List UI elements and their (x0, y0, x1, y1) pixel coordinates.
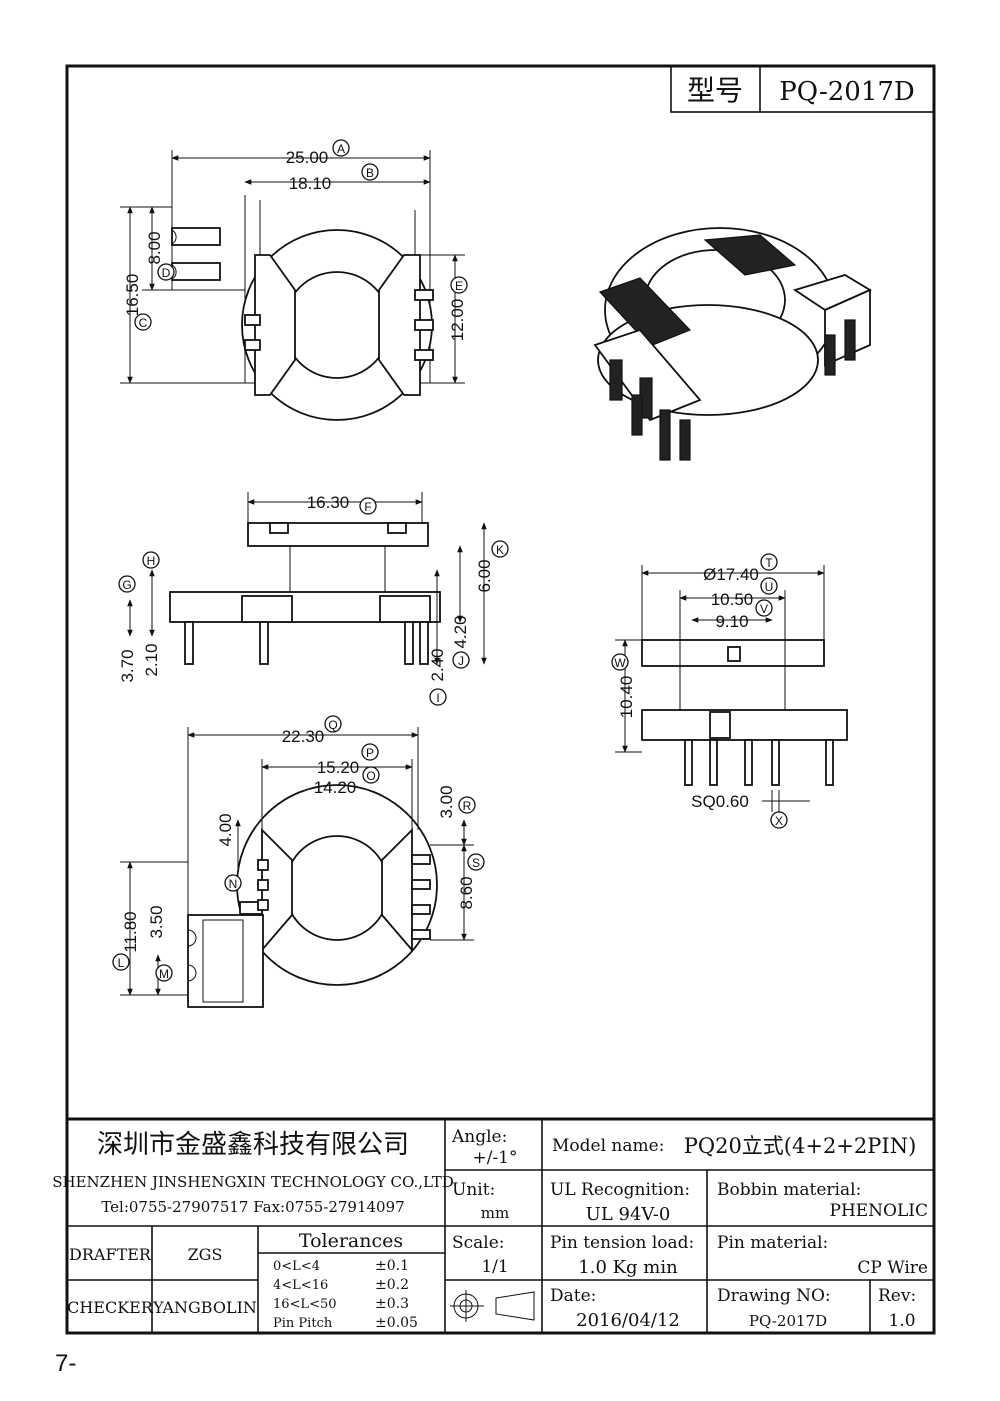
tolerance-range-2: 4<L<16 (273, 1278, 328, 1293)
model-header-label: 型号 (687, 74, 743, 107)
scale-label: Scale: (452, 1233, 505, 1253)
tolerance-range-4: Pin Pitch (273, 1316, 333, 1331)
tolerance-range-3: 16<L<50 (273, 1297, 337, 1312)
dim-d-value: 8.00 (145, 231, 164, 264)
dim-w-ref: W (614, 656, 626, 670)
dim-h-ref: H (147, 554, 156, 568)
dim-o-ref: O (366, 769, 375, 783)
drafter-label: DRAFTER (69, 1245, 152, 1264)
dim-f-value: 16.30 (307, 493, 350, 512)
checker-label: CHECKER (67, 1298, 154, 1317)
isometric-view (593, 227, 872, 461)
dim-q-value: 22.30 (282, 727, 325, 746)
dim-u-value: 10.50 (711, 590, 754, 609)
dim-i-value: 2.40 (428, 648, 447, 681)
model-name-value: PQ20立式(4+2+2PIN) (684, 1134, 917, 1158)
rev-value: 1.0 (888, 1311, 915, 1331)
dim-b-value: 18.10 (289, 174, 332, 193)
dim-x-value: SQ0.60 (691, 792, 749, 811)
dim-v-value: 9.10 (715, 612, 748, 631)
pin-material-value: CP Wire (857, 1258, 928, 1278)
angle-value: +/-1° (472, 1148, 517, 1168)
dim-w-value: 10.40 (617, 676, 636, 719)
date-label: Date: (550, 1286, 596, 1306)
dim-r-value: 3.00 (437, 785, 456, 818)
dim-o-value: 14.20 (314, 778, 357, 797)
side-view: 16.30 F 3.70 G 2.10 H 2.40 I 4.20 J 6.00… (118, 492, 509, 706)
company-tel-fax: Tel:0755-27907517 Fax:0755-27914097 (101, 1198, 404, 1216)
company-name-en: SHENZHEN JINSHENGXIN TECHNOLOGY CO.,LTD (52, 1173, 454, 1191)
dim-e-value: 12.00 (448, 299, 467, 342)
dim-s-ref: S (472, 856, 480, 870)
dim-m-ref: M (159, 967, 169, 981)
date-value: 2016/04/12 (576, 1310, 680, 1331)
company-name-cn: 深圳市金盛鑫科技有限公司 (97, 1130, 409, 1160)
dim-r-ref: R (463, 799, 472, 813)
sheet-border (65, 64, 936, 1335)
dim-u-ref: U (765, 580, 774, 594)
ul-recognition-label: UL Recognition: (550, 1180, 690, 1200)
dim-t-ref: T (765, 556, 773, 570)
model-header-value: PQ-2017D (779, 77, 915, 107)
pin-tension-label: Pin tension load: (550, 1233, 694, 1253)
dim-c-ref: C (139, 316, 148, 330)
drawing-no-label: Drawing NO: (717, 1286, 831, 1306)
dim-k-value: 6.00 (475, 559, 494, 592)
title-block: 深圳市金盛鑫科技有限公司 SHENZHEN JINSHENGXIN TECHNO… (52, 1117, 934, 1333)
dim-j-ref: J (458, 654, 464, 668)
tolerance-value-3: ±0.3 (375, 1296, 409, 1312)
angle-label: Angle: (451, 1127, 507, 1147)
dim-q-ref: Q (328, 718, 337, 732)
dim-a-ref: A (337, 142, 345, 156)
ul-recognition-value: UL 94V-0 (586, 1204, 671, 1225)
dim-j-value: 4.20 (451, 615, 470, 648)
scale-value: 1/1 (481, 1257, 508, 1277)
dim-t-value: Ø17.40 (703, 565, 759, 584)
pin-tension-value: 1.0 Kg min (578, 1257, 678, 1278)
drafter-value: ZGS (188, 1245, 223, 1264)
dim-e-ref: E (455, 279, 463, 293)
tolerance-value-4: ±0.05 (375, 1315, 418, 1331)
page-number: 7- (55, 1350, 77, 1377)
dim-f-ref: F (364, 500, 371, 514)
dim-v-ref: V (760, 602, 768, 616)
dim-n-ref: N (229, 877, 238, 891)
tolerances-title: Tolerances (299, 1230, 403, 1252)
rev-label: Rev: (878, 1286, 916, 1306)
projection-symbol-icon (450, 1290, 535, 1322)
dim-a-value: 25.00 (286, 148, 329, 167)
dim-m-value: 3.50 (147, 905, 166, 938)
dim-x-ref: X (775, 814, 783, 828)
dim-h-value: 2.10 (142, 643, 161, 676)
bobbin-material-value: PHENOLIC (830, 1201, 929, 1221)
pin-material-label: Pin material: (717, 1233, 828, 1253)
dim-c-value: 16.50 (123, 274, 142, 317)
unit-label: Unit: (452, 1180, 495, 1200)
bottom-view: 22.30 Q 15.20 P 14.20 O 3.00 R 8.60 S 4.… (112, 715, 485, 1008)
tolerance-value-1: ±0.1 (375, 1258, 409, 1274)
dim-p-value: 15.20 (317, 758, 360, 777)
tolerance-range-1: 0<L<4 (273, 1259, 320, 1274)
front-view: Ø17.40 T 10.50 U 9.10 V 10.40 W SQ0.60 X (611, 553, 848, 829)
model-header: 型号 PQ-2017D (670, 65, 935, 113)
dim-n-value: 4.00 (216, 813, 235, 846)
dim-l-ref: L (118, 956, 125, 970)
dim-k-ref: K (496, 543, 504, 557)
dim-l-value: 11.80 (121, 911, 140, 952)
dim-p-ref: P (366, 746, 374, 760)
tolerance-value-2: ±0.2 (375, 1277, 409, 1293)
drawing-no-value: PQ-2017D (749, 1312, 827, 1330)
dim-g-ref: G (122, 578, 131, 592)
dim-d-ref: D (162, 266, 171, 280)
dim-i-ref: I (436, 691, 439, 705)
dim-b-ref: B (366, 166, 374, 180)
bobbin-material-label: Bobbin material: (717, 1180, 861, 1200)
unit-value: mm (481, 1204, 509, 1222)
top-view: 25.00 A 18.10 B 16.50 C 8.00 D 12.00 E (120, 139, 468, 421)
dim-s-value: 8.60 (457, 876, 476, 909)
model-name-label: Model name: (552, 1136, 664, 1156)
checker-value: YANGBOLIN (152, 1298, 257, 1317)
dim-g-value: 3.70 (118, 649, 137, 682)
